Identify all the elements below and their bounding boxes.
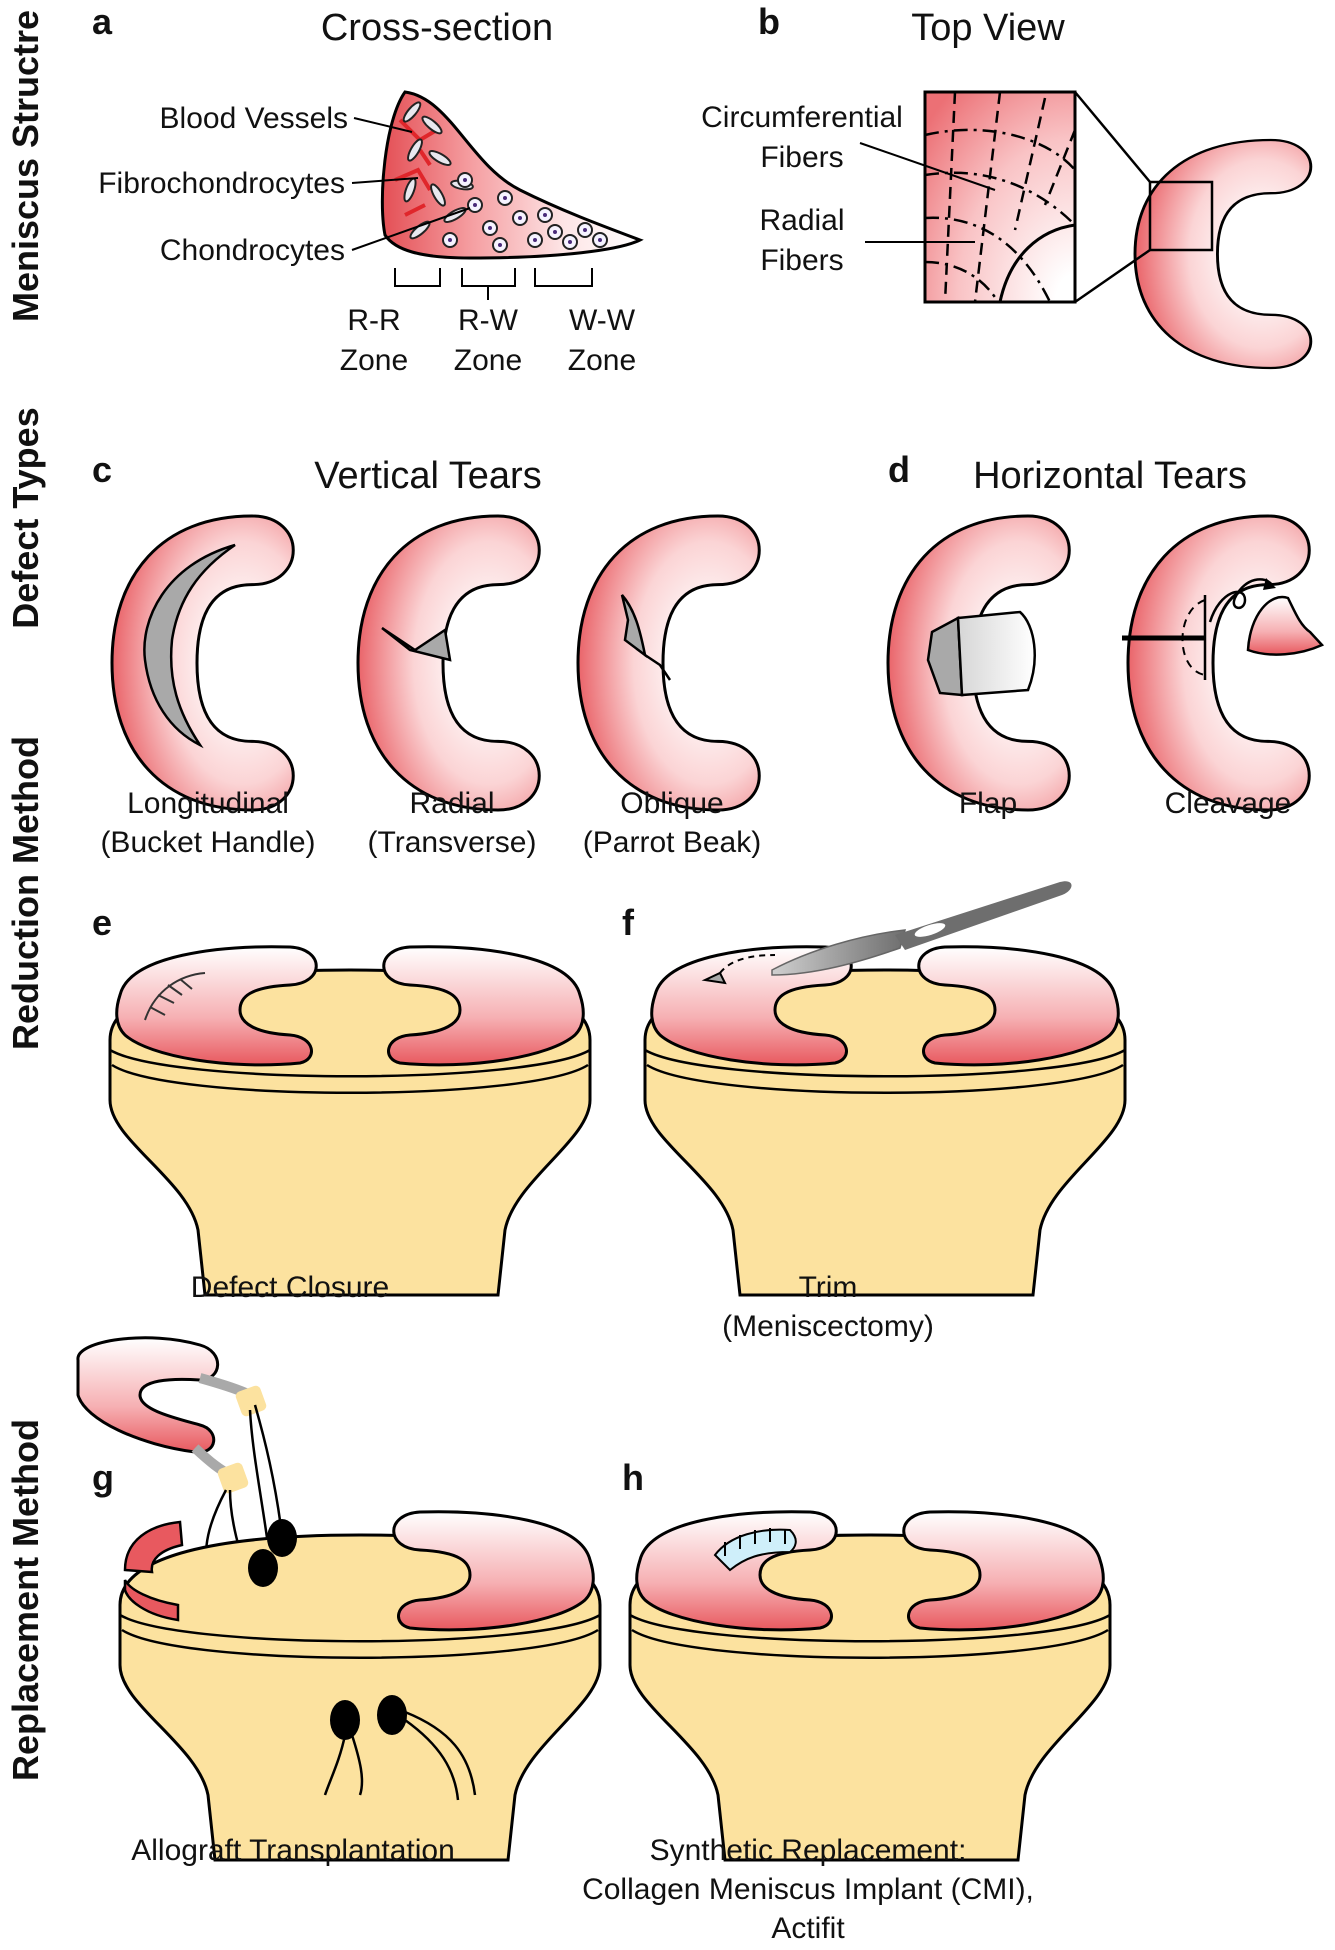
zone-ww-line1: W-W: [569, 304, 636, 337]
chondrocytes: [442, 172, 608, 253]
panel-letter-c: c: [92, 449, 112, 490]
cleavage-arrow: [1208, 578, 1274, 623]
tibia-h: [628, 1510, 1112, 1862]
tibia-e: [108, 945, 592, 1297]
tear-label-longitudinal-1: Longitudinal: [127, 787, 289, 820]
row-label-reduction: Reduction Method: [5, 736, 46, 1050]
panel-letter-h: h: [622, 1457, 644, 1498]
zone-rr-line2: Zone: [340, 344, 408, 377]
panel-letter-f: f: [622, 902, 635, 943]
suture-e: [144, 972, 206, 1021]
tear-label-radial-1: Radial: [409, 787, 494, 820]
tear-label-radial-2: (Transverse): [368, 826, 537, 859]
label-chondrocytes: Chondrocytes: [160, 234, 345, 267]
caption-synthetic-1: Synthetic Replacement:: [650, 1834, 967, 1867]
zone-brackets: [394, 268, 593, 300]
panel-letter-g: g: [92, 1457, 114, 1498]
tear-radial: [381, 626, 452, 662]
caption-allograft: Allograft Transplantation: [131, 1834, 455, 1867]
cleavage-fragment: [1246, 595, 1325, 656]
implant: [713, 1528, 797, 1572]
label-fibrochondrocytes: Fibrochondrocytes: [98, 167, 345, 200]
tear-label-oblique-1: Oblique: [620, 787, 723, 820]
tibia-g: [118, 1510, 602, 1862]
panel-letter-b: b: [758, 1, 780, 42]
leader-circ-fibers: [859, 142, 996, 191]
tear-oblique-meniscus: [576, 514, 761, 812]
tear-label-flap: Flap: [959, 787, 1017, 820]
tear-longitudinal: [143, 543, 236, 749]
top-view-meniscus: [1133, 138, 1313, 370]
leader-chondrocytes: [351, 207, 471, 251]
caption-synthetic-3: Actifit: [771, 1912, 845, 1945]
fiber-label-circ-2: Fibers: [760, 141, 843, 174]
vertical-tears-title: Vertical Tears: [314, 455, 541, 497]
tear-cleavage-meniscus: [1122, 514, 1325, 812]
tear-flap-meniscus: [886, 514, 1071, 812]
leader-fibrochondrocytes: [351, 177, 419, 184]
zone-rw-line2: Zone: [454, 344, 522, 377]
zone-rr-line1: R-R: [347, 304, 400, 337]
panel-h: h Synthetic Replacement: Collagen Menisc…: [582, 1457, 1112, 1945]
panel-f: f Trim (Meniscectomy): [622, 881, 1127, 1343]
row-label-replacement: Replacement Method: [5, 1419, 46, 1781]
tear-longitudinal-meniscus: [110, 514, 295, 812]
row-label-structure: Meniscus Structre: [5, 10, 46, 322]
zone-rw-line1: R-W: [458, 304, 519, 337]
horizontal-tears-title: Horizontal Tears: [973, 455, 1247, 497]
tear-oblique: [620, 594, 647, 658]
panel-letter-d: d: [888, 449, 910, 490]
fiber-label-radial-1: Radial: [759, 204, 844, 237]
scalpel: [771, 881, 1072, 976]
tear-radial-meniscus: [356, 514, 541, 812]
tear-flap-area: [926, 615, 964, 697]
tear-label-longitudinal-2: (Bucket Handle): [100, 826, 315, 859]
label-blood-vessels: Blood Vessels: [160, 102, 348, 135]
row-label-defects: Defect Types: [5, 407, 46, 628]
cross-section-title: Cross-section: [321, 7, 553, 49]
panel-c: c Vertical Tears Longitudinal (Bucket Ha…: [92, 449, 761, 859]
fiber-label-radial-2: Fibers: [760, 244, 843, 277]
radial-fibers: [943, 91, 1077, 303]
tibia-f: [643, 945, 1127, 1297]
panel-e: e Defect Closure: [92, 902, 592, 1304]
zone-ww-line2: Zone: [568, 344, 636, 377]
caption-defect-closure: Defect Closure: [191, 1271, 389, 1304]
tear-label-oblique-2: (Parrot Beak): [583, 826, 761, 859]
top-view-selection-box: [1148, 180, 1214, 252]
panel-a: a Cross-section: [92, 1, 644, 377]
tear-flap: [956, 610, 1036, 697]
allograft-meniscus: [76, 1336, 284, 1581]
tear-label-cleavage: Cleavage: [1165, 787, 1292, 820]
panel-g: g Allograft Transplantation: [76, 1336, 602, 1867]
panel-d: d Horizontal Tears Flap Cleavage: [886, 449, 1325, 820]
top-view-title: Top View: [911, 7, 1065, 49]
caption-trim-2: (Meniscectomy): [722, 1310, 934, 1343]
leader-blood-vessels: [353, 117, 413, 133]
fiber-label-circ-1: Circumferential: [701, 101, 903, 134]
caption-trim-1: Trim: [799, 1271, 858, 1304]
panel-letter-a: a: [92, 1, 113, 42]
panel-letter-e: e: [92, 902, 112, 943]
panel-b: b Top View Circumferential Fibers Radial…: [701, 1, 1313, 370]
caption-synthetic-2: Collagen Meniscus Implant (CMI),: [582, 1873, 1034, 1906]
